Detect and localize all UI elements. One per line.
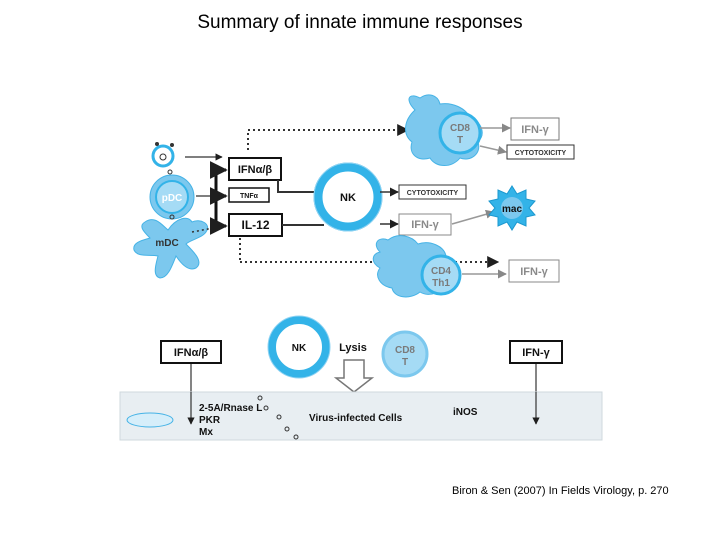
ifn-ab-top-label: IFNα/β	[238, 164, 273, 176]
ifn-gamma-bottom-label: IFN-γ	[522, 347, 550, 359]
pdc-label: pDC	[162, 193, 183, 204]
tnf-label: TNFα	[240, 193, 259, 200]
ifn-gamma-cd4-box: IFN-γ	[508, 259, 560, 283]
ifn-gamma-box-1: IFN-γ	[510, 117, 560, 141]
virus-cells-label: Virus-infected Cells	[309, 413, 403, 424]
il12-box: IL-12	[228, 213, 283, 237]
tnf-box: TNFα	[228, 187, 270, 203]
infected-cells-panel	[119, 391, 603, 441]
cd8-top-label-1: CD8	[450, 123, 470, 134]
ifn-gamma-nk-label: IFN-γ	[411, 219, 439, 231]
nk-bottom-label: NK	[292, 343, 307, 354]
cd4-cell: CD4 Th1	[372, 235, 462, 298]
cytotoxicity-nk-box: CYTOTOXICITY	[398, 184, 467, 200]
cd4-label-1: CD4	[431, 266, 451, 277]
dotted-path-to-cd8	[247, 124, 410, 150]
line-ifn-nk	[277, 180, 322, 193]
virus-particles	[257, 395, 299, 440]
cd8-top-label-2: T	[457, 135, 463, 146]
lysis-arrow	[333, 359, 375, 393]
dotted-path-to-cd4	[239, 238, 500, 268]
ifn-gamma-label-1: IFN-γ	[521, 124, 549, 136]
mdc-cell-group: mDC	[133, 214, 208, 279]
cytotoxicity-box-1: CYTOTOXICITY	[506, 144, 575, 160]
nk-bottom-cell: NK	[267, 315, 331, 379]
mx-label: Mx	[199, 427, 213, 438]
cd8-top-cell: CD8 T	[405, 94, 483, 166]
nk-center-cell: NK	[313, 162, 383, 232]
cd8-bottom-label-1: CD8	[395, 345, 415, 356]
panel-cell-ellipse	[126, 412, 174, 428]
inos-label: iNOS	[453, 407, 478, 418]
ifn-gamma-cd4-label: IFN-γ	[520, 266, 548, 278]
bracket-cytokines	[209, 161, 228, 235]
ifn-ab-top-box: IFNα/β	[228, 157, 282, 181]
slide-title: Summary of innate immune responses	[197, 12, 523, 33]
arrow-ifng-mac	[451, 209, 495, 225]
ifn-gamma-bottom-box: IFN-γ	[509, 340, 563, 364]
cd8-bottom-cell: CD8 T	[381, 330, 429, 378]
citation: Biron & Sen (2007) In Fields Virology, p…	[452, 485, 669, 497]
pkr-label: PKR	[199, 415, 221, 426]
ifn-gamma-nk-box: IFN-γ	[398, 213, 452, 236]
il12-label: IL-12	[241, 218, 269, 232]
cd4-label-2: Th1	[432, 278, 450, 289]
pdc-cell-group: pDC	[149, 142, 195, 220]
ifn-ab-bottom-label: IFNα/β	[174, 347, 209, 359]
ifn-ab-bottom-box: IFNα/β	[160, 340, 222, 364]
lysis-label: Lysis	[339, 342, 367, 354]
cytotoxicity-nk-label: CYTOTOXICITY	[407, 190, 459, 197]
mac-label: mac	[502, 204, 522, 215]
mac-cell: mac	[488, 185, 536, 231]
mdc-label: mDC	[155, 238, 178, 249]
rnase-label: 2-5A/Rnase L	[199, 403, 262, 414]
nk-center-label: NK	[340, 192, 356, 204]
dotted-mdc-il12	[191, 225, 225, 233]
arrow-cd8-cytotox	[479, 145, 507, 155]
cytotoxicity-label-1: CYTOTOXICITY	[515, 150, 567, 157]
cd8-bottom-label-2: T	[402, 357, 408, 368]
